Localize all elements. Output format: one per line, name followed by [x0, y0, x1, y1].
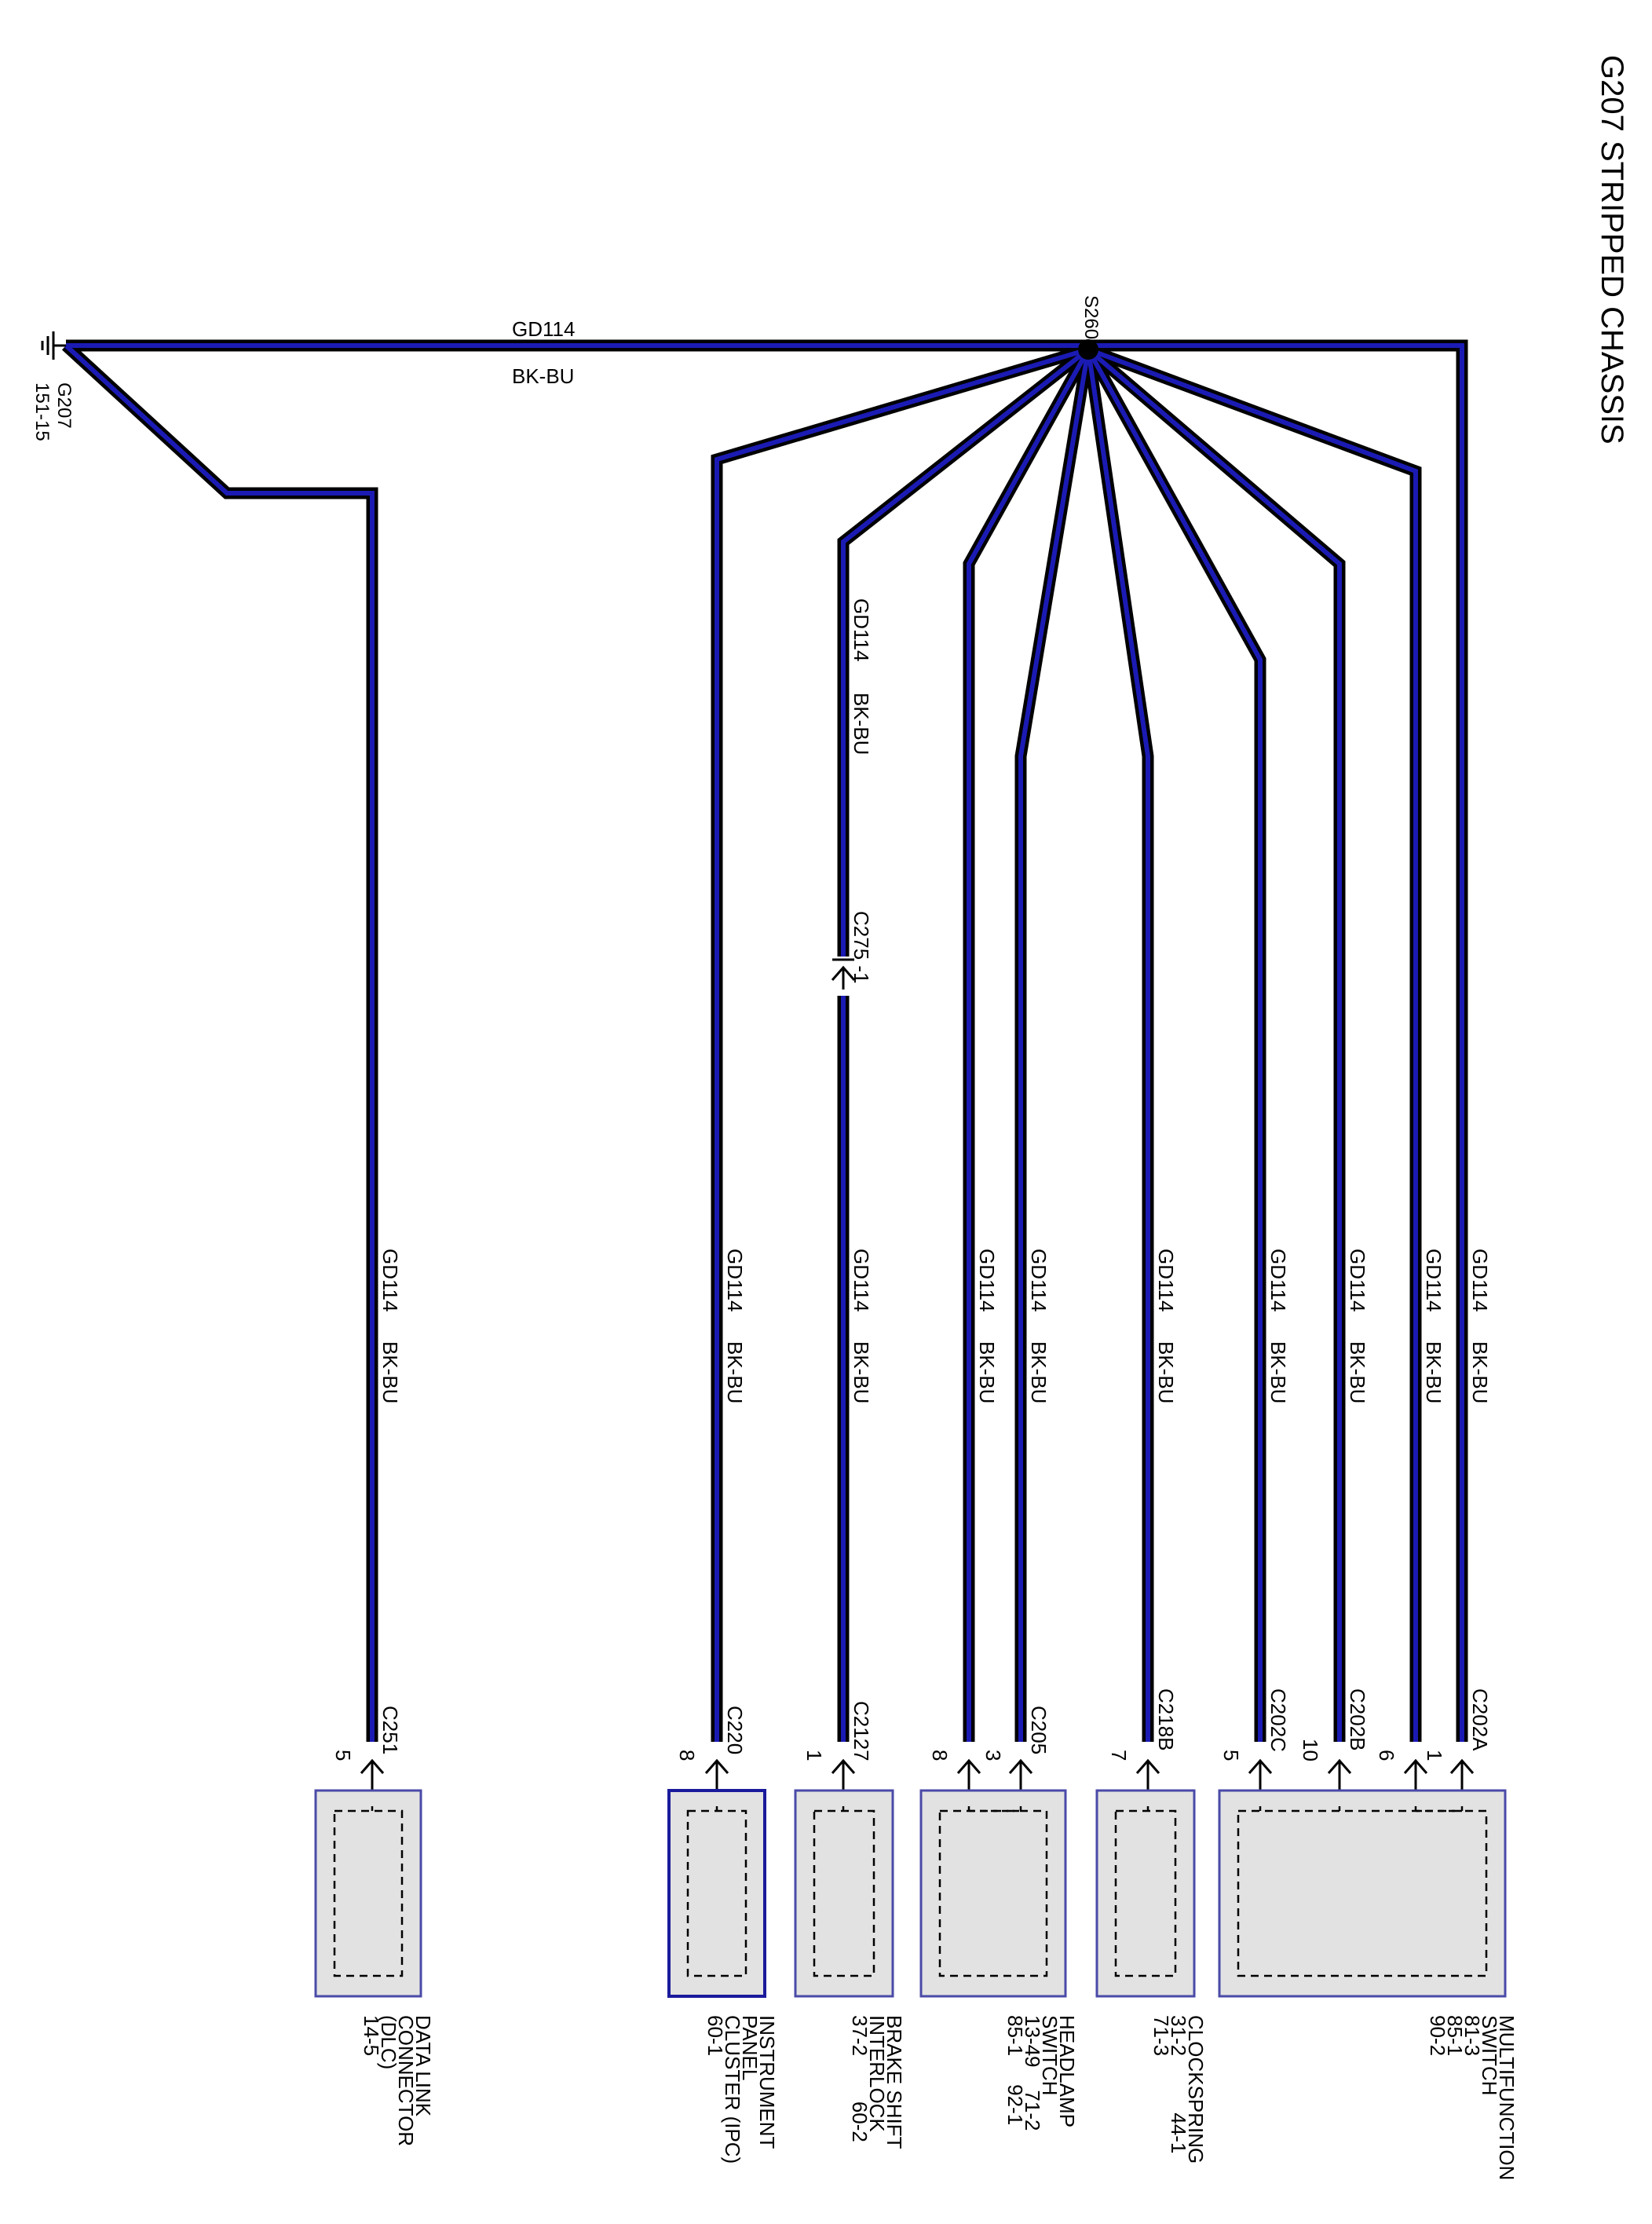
connector-id: C202B: [1346, 1688, 1369, 1751]
label-dlc: DATA LINK CONNECTOR (DLC) 14-5: [360, 2015, 435, 2146]
wire-harness: [61, 339, 1468, 1742]
component-label: HEADLAMP: [1055, 2015, 1079, 2127]
connector-id: C202A: [1468, 1688, 1492, 1751]
component-label: 90-2: [1426, 2015, 1449, 2056]
wire-label: GD114: [850, 598, 873, 661]
component-label: CONNECTOR: [394, 2015, 418, 2146]
label-clockspring: CLOCKSPRING 31-2 44-1 71-3: [1149, 2015, 1208, 2164]
wire-label: BK-BU: [1154, 1341, 1178, 1403]
pin-number: 3: [981, 1750, 1005, 1761]
pin-number: 8: [928, 1750, 952, 1761]
wire-label: BK-BU: [975, 1341, 999, 1403]
wire-hl8: [963, 346, 1094, 1742]
splice-dot: [1078, 339, 1098, 360]
component-label: BRAKE SHIFT: [883, 2015, 906, 2149]
wire-label: BK-BU: [1266, 1341, 1290, 1403]
label-headlamp-switch: HEADLAMP SWITCH 13-49 71-2 85-1 92-1: [1003, 2015, 1079, 2131]
wire-mf6: [1086, 343, 1422, 1742]
connector-id: C220: [723, 1706, 747, 1754]
wire-label: GD114: [850, 1249, 873, 1311]
label-bsi: BRAKE SHIFT INTERLOCK 37-2 60-2: [848, 2015, 906, 2149]
ground-icon: [41, 331, 66, 360]
component-label: MULTIFUNCTION: [1495, 2015, 1519, 2180]
wire-label: BK-BU: [723, 1341, 747, 1403]
component-label: INTERLOCK: [865, 2015, 889, 2132]
label-multifunction-switch: MULTIFUNCTION SWITCH 81-3 85-1 90-2: [1426, 2015, 1519, 2180]
wire-mf10: [1084, 345, 1346, 1742]
ground-ref: 151-15: [31, 382, 53, 441]
wire-label: GD114: [1154, 1249, 1178, 1311]
component-label: INSTRUMENT: [755, 2015, 779, 2149]
wire-main-trunk: [66, 339, 1468, 1742]
pin-number: 8: [675, 1750, 699, 1761]
component-bsi: [794, 1789, 894, 1998]
component-label: 13-49 71-2: [1021, 2015, 1044, 2131]
connector-id: C218B: [1154, 1688, 1178, 1751]
wire-ipc: [711, 343, 1091, 1742]
wire-label: BK-BU: [1027, 1341, 1051, 1403]
component-label: 85-1: [1443, 2015, 1467, 2056]
component-headlamp-switch: [919, 1789, 1067, 1998]
connector-id: C205: [1027, 1706, 1051, 1754]
pin-number: 5: [331, 1750, 355, 1761]
wire-ground-to-dlc: [61, 341, 378, 1742]
component-label: (DLC): [377, 2015, 400, 2069]
component-clockspring: [1095, 1789, 1196, 1998]
pin-number: 10: [1299, 1739, 1322, 1761]
pin-number: 1: [1423, 1750, 1446, 1761]
pin-number: 1: [802, 1750, 826, 1761]
page-title: G207 STRIPPED CHASSIS: [1595, 55, 1629, 444]
component-label: 31-2 44-1: [1167, 2015, 1190, 2153]
component-label: 60-1: [704, 2015, 727, 2056]
component-dlc: [314, 1789, 422, 1998]
wire-label: BK-BU: [850, 1341, 873, 1403]
wire-label: GD114: [1346, 1249, 1369, 1311]
wire-label: GD114: [723, 1249, 747, 1311]
wire-label: BK-BU: [1346, 1341, 1369, 1403]
inline-connector-label: C275 -1: [850, 911, 873, 984]
component-label: CLUSTER (IPC): [721, 2015, 744, 2164]
connector-id: C2127: [850, 1701, 873, 1761]
ground-id: G207: [53, 382, 75, 429]
wire-label: GD114: [975, 1249, 999, 1311]
component-label: SWITCH: [1478, 2015, 1501, 2096]
component-label: 37-2 60-2: [848, 2015, 872, 2142]
component-label: DATA LINK: [411, 2015, 435, 2117]
connector-id: C251: [378, 1706, 402, 1754]
wire-label: GD114: [1422, 1249, 1446, 1311]
connector-id: C202C: [1266, 1688, 1290, 1752]
main-wire-circuit: GD114: [512, 317, 575, 341]
splice-label: S260: [1080, 295, 1102, 339]
component-label: 81-3: [1460, 2015, 1484, 2056]
wire-label: GD114: [1027, 1249, 1051, 1311]
wire-label: BK-BU: [1422, 1341, 1446, 1403]
inline-connector-icon: [831, 958, 856, 989]
component-label: PANEL: [738, 2015, 762, 2080]
label-ipc: INSTRUMENT PANEL CLUSTER (IPC) 60-1: [704, 2015, 779, 2164]
component-label: SWITCH: [1038, 2015, 1062, 2096]
component-label: CLOCKSPRING: [1184, 2015, 1208, 2164]
wire-label: GD114: [1468, 1249, 1492, 1311]
component-label: 71-3: [1149, 2015, 1173, 2056]
wire-label: BK-BU: [378, 1341, 402, 1403]
wire-label: GD114: [1266, 1249, 1290, 1311]
main-wire-color: BK-BU: [512, 364, 574, 388]
wire-label: BK-BU: [1468, 1341, 1492, 1403]
component-label: 14-5: [360, 2015, 383, 2056]
component-multifunction-switch: [1218, 1789, 1507, 1998]
wire-label: GD114: [378, 1249, 402, 1311]
component-ipc: [667, 1789, 766, 1998]
pin-number: 7: [1107, 1750, 1131, 1761]
wire-label: BK-BU: [850, 693, 873, 755]
pin-number: 6: [1375, 1750, 1398, 1761]
pin-number: 5: [1219, 1750, 1243, 1761]
component-label: 85-1 92-1: [1003, 2015, 1027, 2125]
component-boxes: [314, 1789, 1507, 1998]
pin-stubs: [371, 1806, 1464, 1812]
